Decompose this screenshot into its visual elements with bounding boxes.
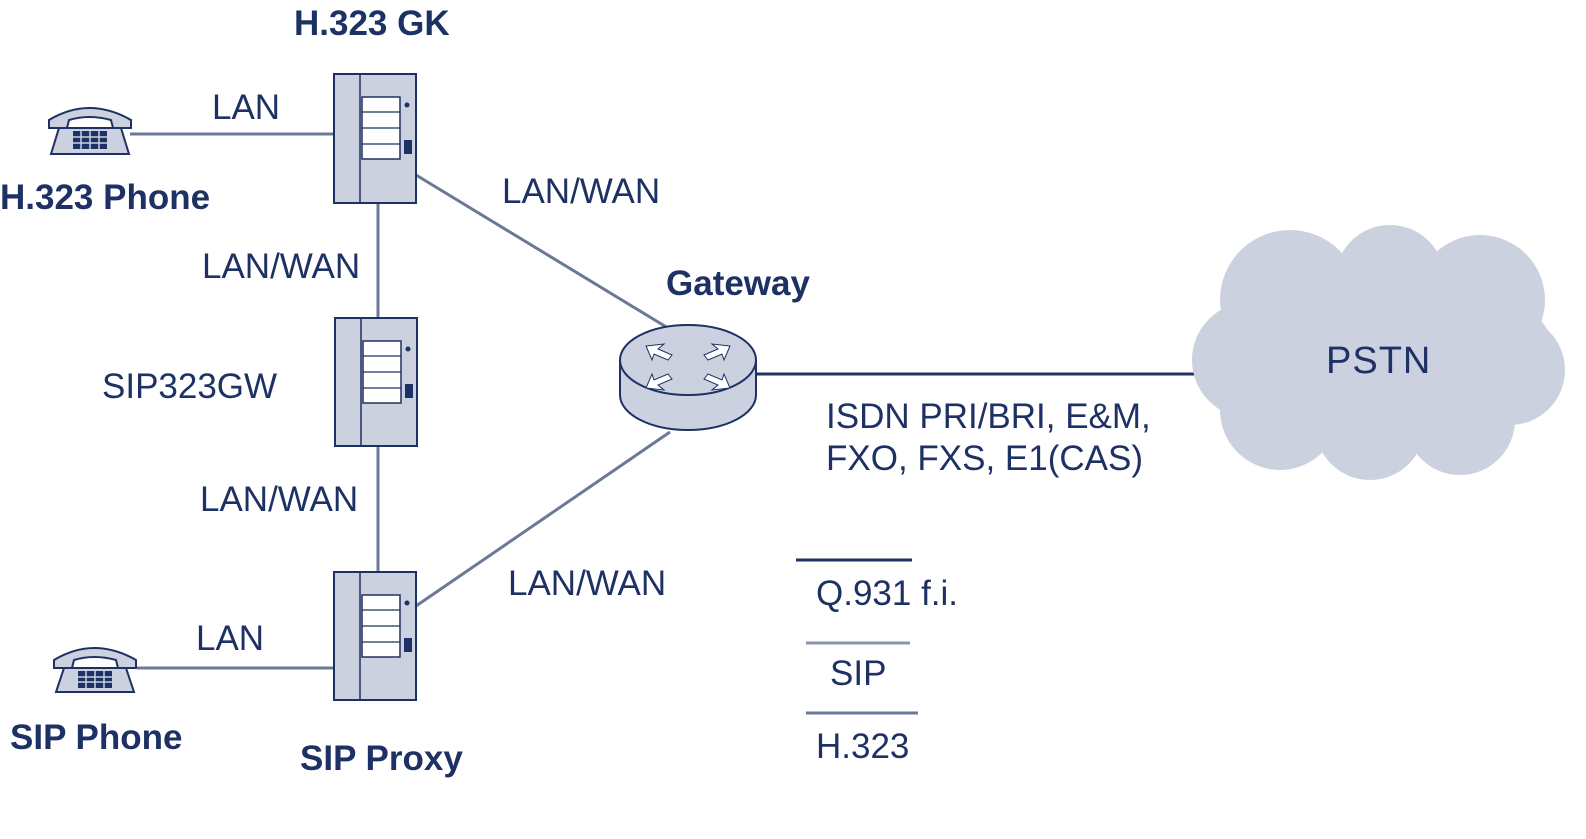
legend-label-sip: SIP [830,654,887,693]
legend-label-q931: Q.931 f.i. [816,574,959,613]
line-proxy-to-gateway [415,430,671,608]
legend-lines [796,558,918,715]
link-label-gk-to-sip323gw: LAN/WAN [202,247,361,286]
pstn-cloud [1192,225,1565,480]
h323-gk-label: H.323 GK [294,4,450,43]
sip-phone-label: SIP Phone [10,718,183,757]
h323-gk-server-icon [333,73,417,204]
sip323gw-label: SIP323GW [102,367,278,406]
sip-proxy-server-icon [333,571,417,701]
h323-phone-label: H.323 Phone [0,178,211,217]
link-label-sip323gw-to-proxy: LAN/WAN [200,480,359,519]
gateway-router-icon [619,324,757,431]
gateway-label: Gateway [666,264,810,303]
sip-proxy-label: SIP Proxy [300,739,463,778]
h323-phone-icon [48,107,132,155]
link-label-h323-phone-to-gk: LAN [212,88,281,127]
link-label-sip-phone-to-proxy: LAN [196,619,265,658]
link-label-proxy-to-gateway: LAN/WAN [508,564,667,603]
link-label-gateway-to-pstn: ISDN PRI/BRI, E&M, FXO, FXS, E1(CAS) [826,397,1151,478]
sip-phone-icon [53,647,137,693]
legend-label-h323: H.323 [816,727,910,766]
pstn-label: PSTN [1326,340,1432,382]
link-label-gk-to-gateway: LAN/WAN [502,172,661,211]
connections [130,132,1198,670]
line-gk-to-gateway [415,173,669,330]
sip323gw-server-icon [334,317,418,447]
